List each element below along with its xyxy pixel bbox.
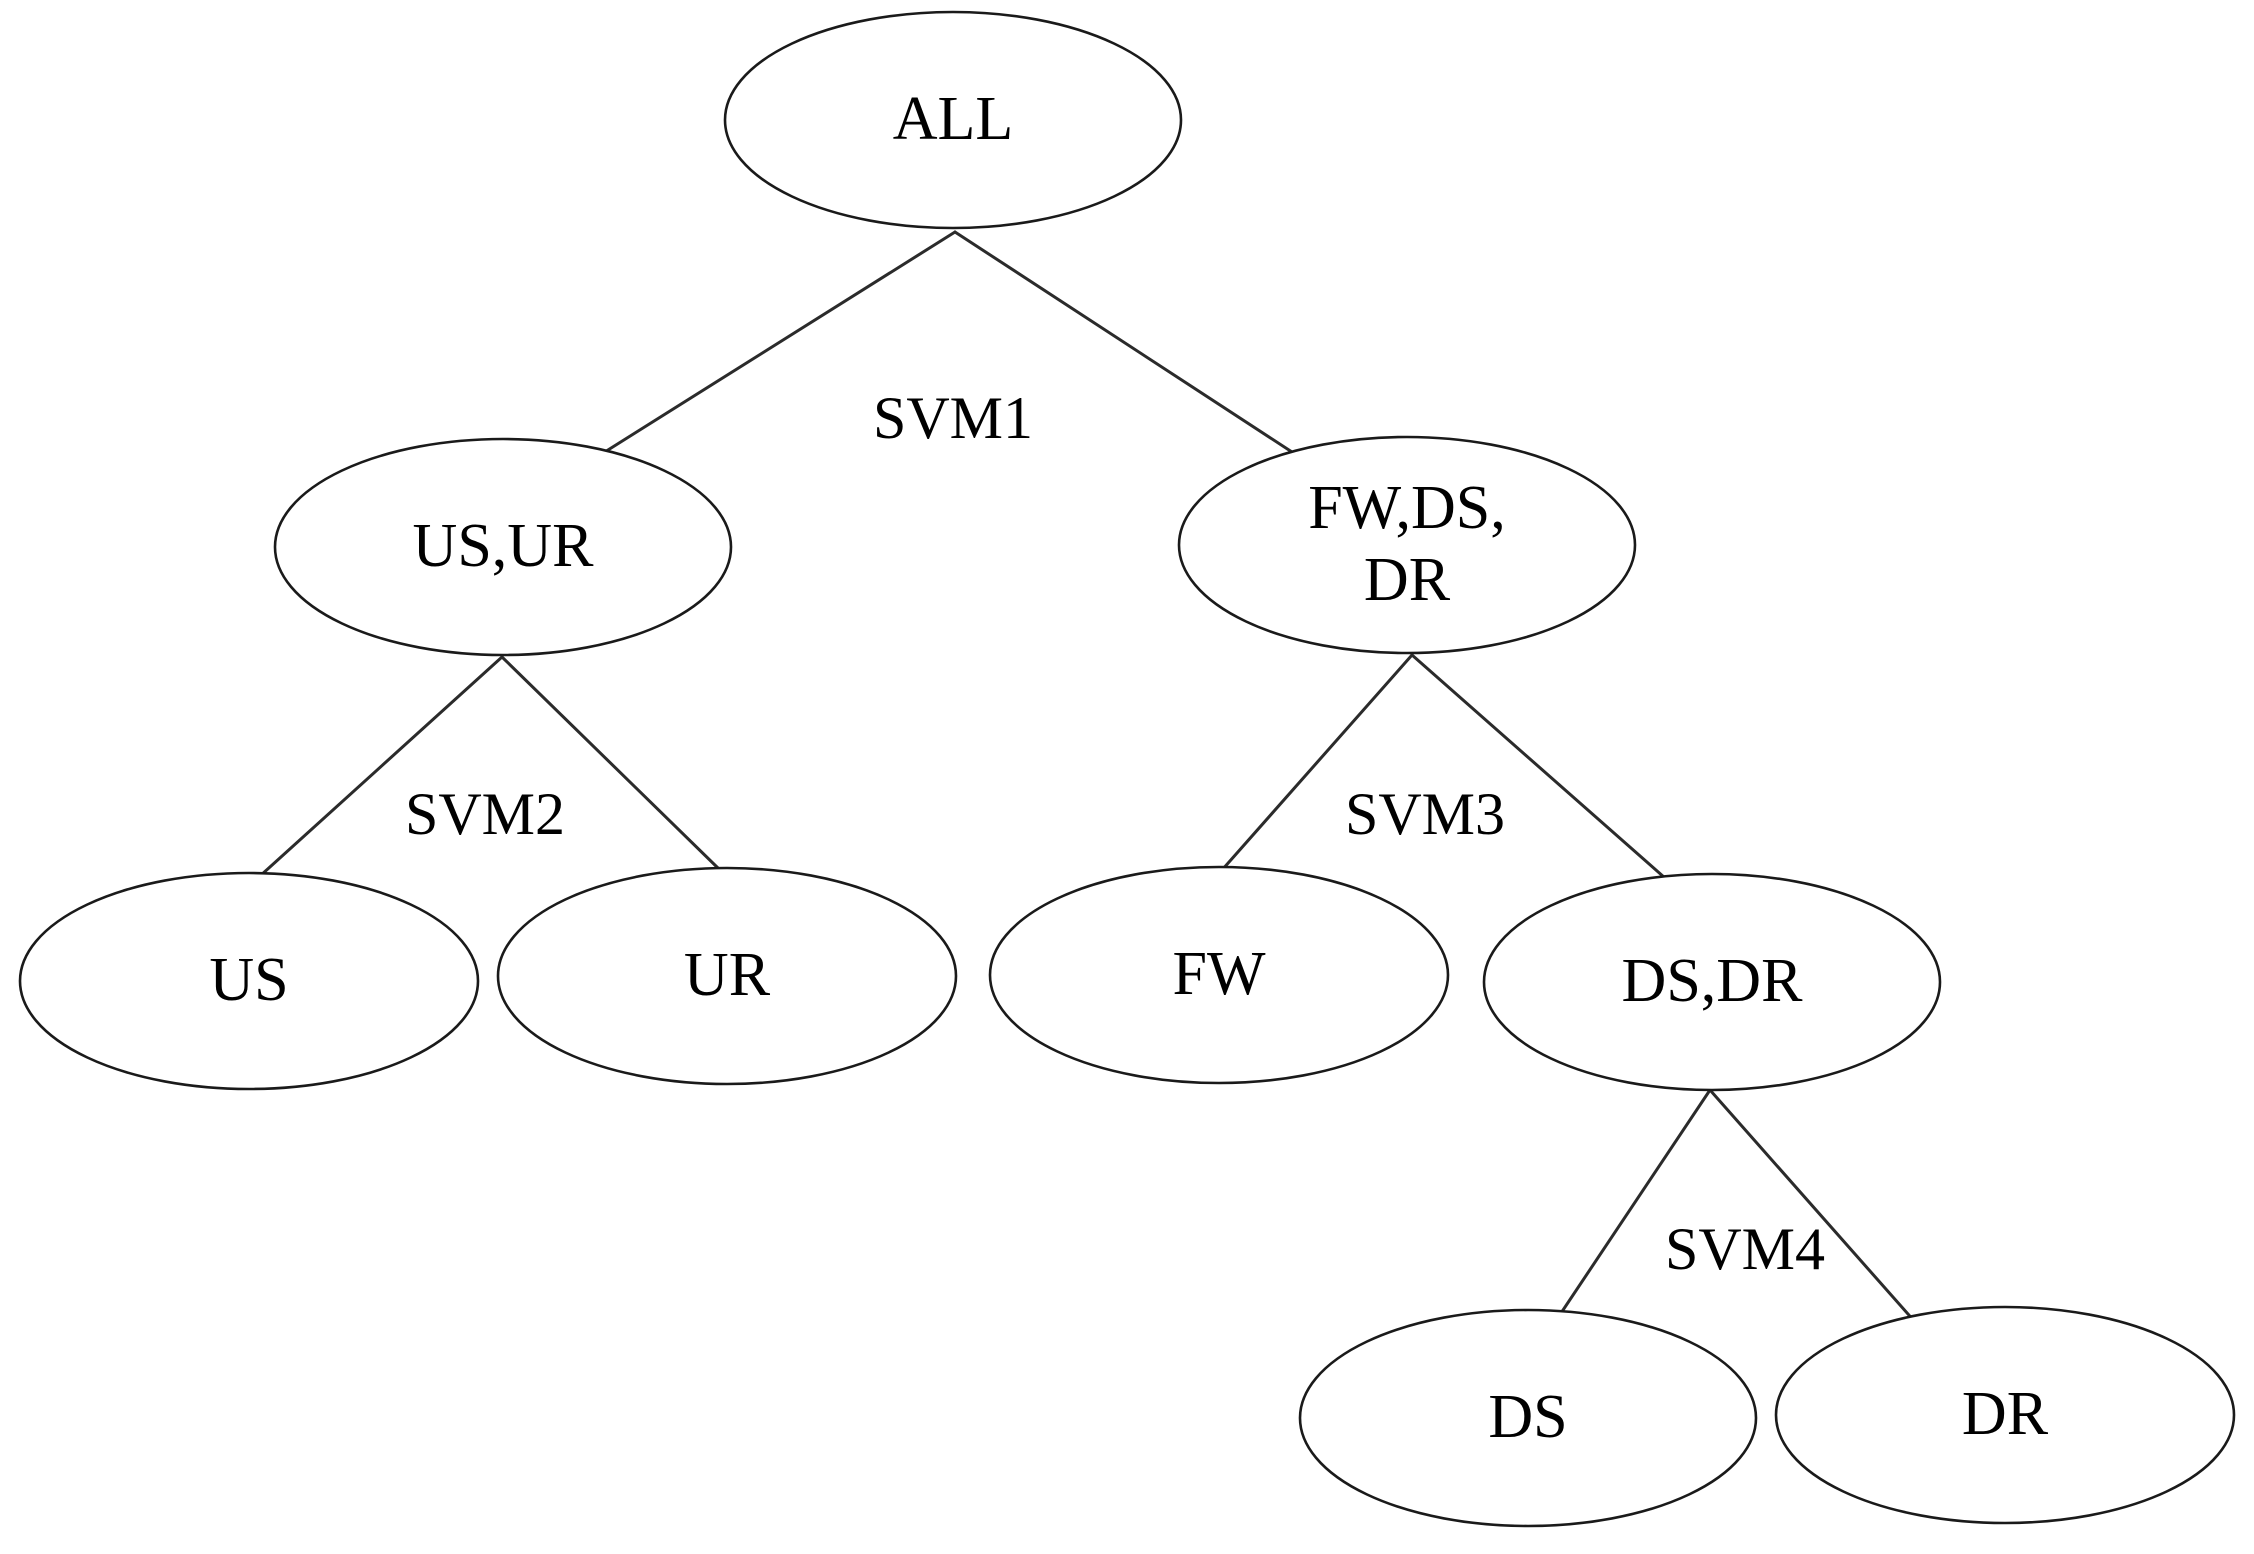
node-all-ellipse [723, 10, 1183, 230]
node-all-label: ALL [893, 85, 1014, 153]
node-ur[interactable]: UR [496, 866, 958, 1086]
node-dr[interactable]: DR [1774, 1305, 2236, 1525]
node-ds[interactable]: DS [1298, 1308, 1758, 1528]
node-ds-dr-label: DS,DR [1622, 947, 1804, 1015]
edge-label-svm3: SVM3 [1345, 781, 1505, 847]
node-ds-ellipse [1298, 1308, 1758, 1528]
edge-us-ur-to-ur [500, 655, 722, 872]
edge-fw-ds-dr-to-fw [1220, 653, 1414, 872]
node-fw-ds-dr-ellipse [1177, 435, 1637, 655]
node-us-ellipse [18, 871, 480, 1091]
edge-label-svm2: SVM2 [405, 781, 565, 847]
edge-ds-dr-to-dr [1708, 1088, 1940, 1350]
edge-label-group: SVM1 SVM2 SVM3 SVM4 [405, 385, 1825, 1282]
node-ur-ellipse [496, 866, 958, 1086]
node-ds-label: DS [1488, 1383, 1567, 1451]
node-fw-ds-dr[interactable]: FW,DS, DR [1177, 435, 1637, 655]
node-fw-ellipse [988, 865, 1450, 1085]
node-ds-dr[interactable]: DS,DR [1482, 872, 1942, 1092]
edge-all-to-us-ur [598, 230, 957, 457]
edge-us-ur-to-us [258, 655, 504, 878]
node-fw-ds-dr-label-line1: FW,DS, [1308, 474, 1506, 542]
node-us-ur-ellipse [273, 437, 733, 657]
edge-ds-dr-to-ds [1533, 1088, 1712, 1354]
edge-label-svm1: SVM1 [873, 385, 1033, 451]
edge-fw-ds-dr-to-ds-dr [1410, 653, 1667, 880]
node-dr-label: DR [1962, 1380, 2049, 1448]
node-ur-label: UR [684, 941, 771, 1009]
node-us-label: US [209, 946, 288, 1014]
node-fw-label: FW [1173, 940, 1266, 1008]
edge-label-svm4: SVM4 [1665, 1216, 1825, 1282]
node-us-ur-label: US,UR [413, 512, 595, 580]
edge-all-to-fw-ds-dr [953, 230, 1294, 454]
node-fw-ds-dr-label-line2: DR [1364, 546, 1451, 614]
node-fw[interactable]: FW [988, 865, 1450, 1085]
node-us[interactable]: US [18, 871, 480, 1091]
node-us-ur[interactable]: US,UR [273, 437, 733, 657]
node-all[interactable]: ALL [723, 10, 1183, 230]
edge-group [258, 230, 1940, 1354]
node-ds-dr-ellipse [1482, 872, 1942, 1092]
node-dr-ellipse [1774, 1305, 2236, 1525]
